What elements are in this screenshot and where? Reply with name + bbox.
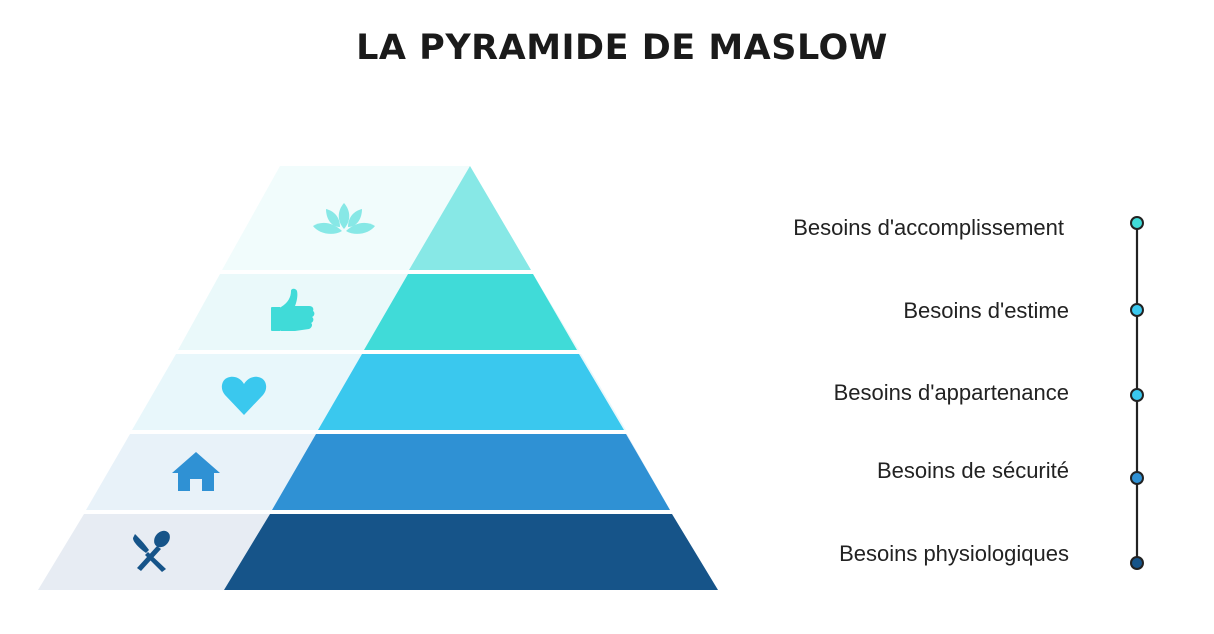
timeline-dot-physiologiques [1130, 556, 1144, 570]
heart-icon [221, 376, 267, 415]
level-label-accomplissement: Besoins d'accomplissement [793, 215, 1064, 240]
band-appartenance[interactable] [318, 354, 624, 430]
timeline-dot-estime [1130, 303, 1144, 317]
level-label-estime: Besoins d'estime [903, 298, 1069, 323]
level-label-securite: Besoins de sécurité [877, 458, 1069, 483]
thumbs-up-icon [271, 288, 315, 331]
timeline-dot-accomplissement [1130, 216, 1144, 230]
timeline-dot-appartenance [1130, 388, 1144, 402]
maslow-pyramid [38, 166, 718, 590]
timeline-dot-securite [1130, 471, 1144, 485]
band-accomplissement[interactable] [409, 166, 531, 270]
band-estime[interactable] [364, 274, 577, 350]
level-label-appartenance: Besoins d'appartenance [833, 380, 1069, 405]
fork-spoon-icon [133, 530, 170, 572]
page-title: LA PYRAMIDE DE MASLOW [356, 28, 888, 68]
band-physiologiques[interactable] [224, 514, 718, 590]
house-icon [172, 452, 220, 491]
band-securite[interactable] [272, 434, 670, 510]
level-label-physiologiques: Besoins physiologiques [839, 541, 1069, 566]
lotus-icon [313, 203, 375, 234]
